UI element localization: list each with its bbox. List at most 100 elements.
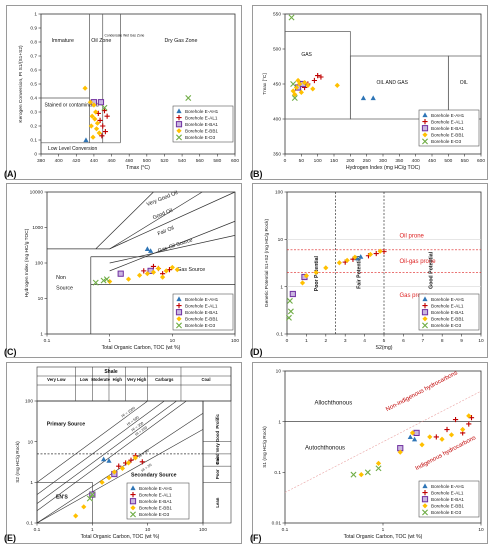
legend-label: Borehole E-AL1 bbox=[431, 119, 464, 124]
hi-line bbox=[36, 412, 204, 524]
legend-marker-e-ba1 bbox=[421, 309, 429, 316]
source-line bbox=[109, 235, 236, 264]
y-tick-label: 550 bbox=[273, 12, 281, 18]
x-tick-label: 0 bbox=[286, 338, 289, 344]
legend-label: Borehole E-D3 bbox=[185, 323, 216, 328]
legend-marker-e-ah1 bbox=[422, 296, 428, 302]
header-category: Low bbox=[80, 377, 89, 382]
ens-box bbox=[36, 482, 93, 524]
y-tick-label: 10 bbox=[276, 369, 282, 375]
legend-marker-e-bb1 bbox=[422, 132, 428, 138]
y-tick-label: 10 bbox=[38, 296, 44, 302]
legend-marker-e-al1 bbox=[422, 490, 428, 496]
legend-label: Borehole E-AL1 bbox=[185, 303, 218, 308]
right-category-label: Lean bbox=[215, 497, 220, 507]
point-e-al1 bbox=[104, 113, 110, 119]
x-tick-label: 500 bbox=[143, 158, 151, 164]
point-e-d3 bbox=[185, 95, 192, 101]
y-tick-label: 0 bbox=[34, 152, 37, 158]
panel-label-e: (E) bbox=[4, 533, 16, 543]
source-line bbox=[47, 191, 236, 250]
legend-label: Borehole E-BA1 bbox=[431, 310, 464, 315]
point-e-bb1 bbox=[358, 472, 364, 478]
header-category: Very Low bbox=[47, 377, 66, 382]
legend-marker-e-ah1 bbox=[422, 483, 428, 489]
point-e-d3 bbox=[288, 14, 295, 21]
point-e-ah1 bbox=[106, 458, 112, 463]
zone-label: Low Level Conversion bbox=[48, 146, 97, 152]
legend-label: Borehole E-D3 bbox=[185, 135, 216, 140]
point-e-ah1 bbox=[358, 254, 364, 259]
point-e-d3 bbox=[89, 491, 96, 498]
point-e-d3 bbox=[364, 469, 371, 476]
x-tick-label: 10 bbox=[145, 527, 151, 533]
point-e-ba1 bbox=[117, 270, 124, 277]
x-tick-label: 0.1 bbox=[282, 527, 289, 533]
point-e-d3 bbox=[286, 297, 293, 304]
header-category: Carbargs bbox=[155, 377, 174, 382]
x-axis-label: Total Organic Carbon, TOC (wt %) bbox=[102, 345, 181, 351]
point-e-bb1 bbox=[163, 268, 169, 274]
x-tick-label: 550 bbox=[461, 158, 469, 164]
x-tick-label: 0.1 bbox=[34, 527, 41, 533]
y-tick-label: 0.1 bbox=[274, 470, 281, 476]
point-e-al1 bbox=[468, 415, 475, 421]
hi-line bbox=[36, 400, 187, 511]
point-e-bb1 bbox=[73, 513, 79, 519]
point-e-bb1 bbox=[460, 426, 466, 433]
zone-label: Good Potential bbox=[429, 251, 435, 288]
point-e-al1 bbox=[101, 108, 108, 114]
x-tick-label: 100 bbox=[314, 158, 322, 164]
x-tick-label: 10 bbox=[478, 527, 484, 533]
right-category-label: Good Very Good bbox=[215, 430, 220, 464]
point-e-ah1 bbox=[144, 246, 150, 251]
point-e-bb1 bbox=[106, 475, 112, 481]
point-e-bb1 bbox=[323, 265, 329, 271]
zone-label: Gas prone bbox=[400, 293, 429, 299]
y-tick-label: 0.2 bbox=[30, 124, 37, 130]
y-tick-label: 0.7 bbox=[30, 54, 37, 60]
point-e-d3 bbox=[103, 276, 110, 283]
legend-marker-e-ba1 bbox=[421, 496, 429, 503]
point-e-bb1 bbox=[93, 126, 100, 132]
point-e-ah1 bbox=[407, 434, 413, 439]
legend-label: Borehole E-AH1 bbox=[431, 113, 465, 118]
legend-marker-e-ba1 bbox=[129, 498, 137, 505]
y-axis-label: Genetic Potential S1+S2 (mg HC/g Rock) bbox=[264, 219, 270, 308]
right-category-label: Fair bbox=[215, 456, 220, 464]
hi-line-label: HI = 20 bbox=[141, 463, 153, 473]
y-tick-label: 0.1 bbox=[276, 332, 283, 338]
x-tick-label: 8 bbox=[441, 338, 444, 344]
legend-marker-e-ba1 bbox=[175, 121, 183, 128]
y-tick-label: 0.4 bbox=[30, 96, 37, 102]
point-e-bb1 bbox=[90, 134, 96, 140]
y-tick-label: 0.1 bbox=[30, 138, 37, 144]
legend-box bbox=[172, 293, 234, 331]
point-e-bb1 bbox=[81, 504, 87, 510]
legend-label: Borehole E-BA1 bbox=[185, 310, 218, 315]
ratio-line bbox=[284, 390, 482, 493]
point-e-ah1 bbox=[83, 137, 89, 143]
y-tick-label: 1000 bbox=[32, 225, 43, 231]
x-tick-label: 1 bbox=[382, 527, 385, 533]
point-e-bb1 bbox=[136, 272, 143, 278]
point-e-bb1 bbox=[439, 436, 445, 442]
header-category: Very High bbox=[127, 377, 147, 382]
legend-marker-e-d3 bbox=[176, 322, 182, 329]
header-category: Coal bbox=[201, 377, 210, 382]
x-tick-label: 460 bbox=[108, 158, 116, 164]
point-e-al1 bbox=[102, 129, 108, 135]
x-tick-label: 100 bbox=[231, 338, 239, 344]
x-tick-label: 0 bbox=[284, 158, 287, 164]
point-e-bb1 bbox=[160, 274, 166, 280]
legend-marker-e-al1 bbox=[422, 303, 428, 309]
point-e-d3 bbox=[92, 279, 99, 286]
x-tick-label: 7 bbox=[421, 338, 424, 344]
point-e-bb1 bbox=[427, 434, 433, 440]
point-e-al1 bbox=[373, 250, 379, 257]
zone-label: Non bbox=[56, 275, 66, 281]
x-tick-label: 250 bbox=[363, 158, 371, 164]
header-label: Shale bbox=[104, 369, 118, 375]
